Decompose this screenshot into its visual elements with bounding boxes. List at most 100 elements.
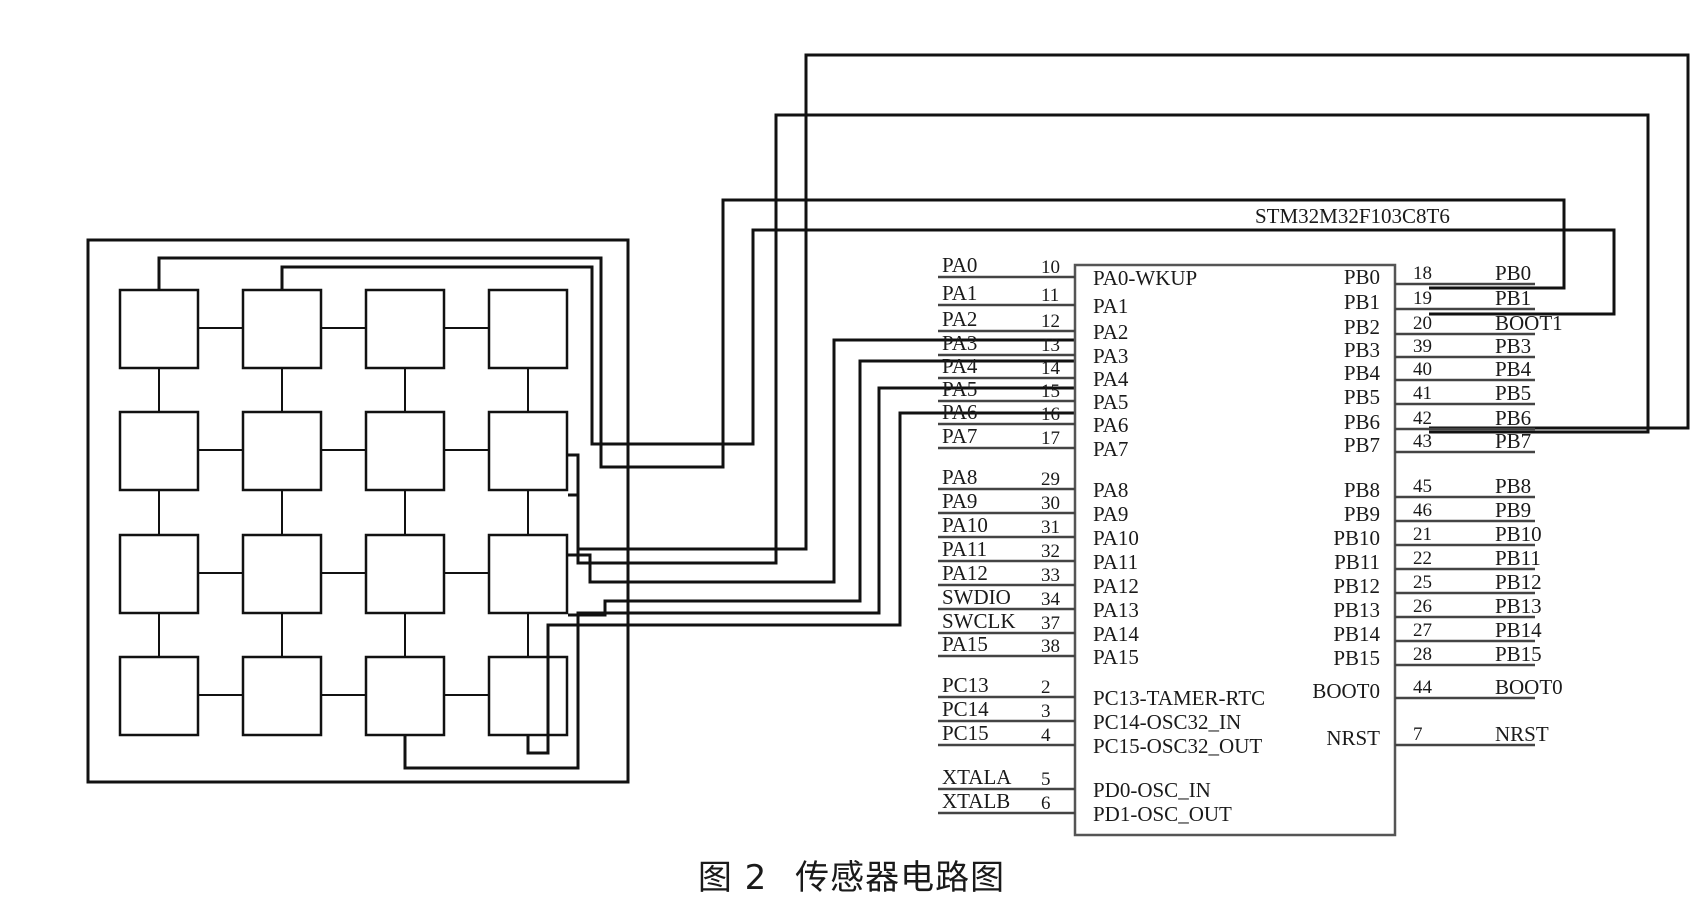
keypad-key: [241, 655, 323, 737]
pin-net-label: XTALB: [942, 789, 1010, 813]
pin-function-label: PA12: [1093, 574, 1139, 598]
pin-function-label: PA7: [1093, 437, 1128, 461]
pin-net-label: PB12: [1495, 570, 1542, 594]
pin-number: 4: [1041, 725, 1051, 746]
pin-net-label: PB11: [1495, 546, 1541, 570]
pin-net-label: PC14: [942, 697, 989, 721]
keypad-key: [241, 410, 323, 492]
pin-number: 6: [1041, 793, 1051, 814]
pin-net-label: PB5: [1495, 381, 1531, 405]
pin-net-label: PB3: [1495, 334, 1531, 358]
pin-function-label: PB2: [1344, 315, 1380, 339]
pin-net-label: PB7: [1495, 429, 1531, 453]
pin-net-label: PA3: [942, 331, 977, 355]
pin-number: 11: [1041, 285, 1059, 306]
keypad-key: [118, 410, 200, 492]
pin-number: 16: [1041, 404, 1060, 425]
pin-number: 14: [1041, 358, 1061, 379]
wire: [568, 53, 1690, 551]
pin-function-label: NRST: [1326, 726, 1380, 750]
keypad-key: [487, 533, 569, 615]
pin-net-label: PA7: [942, 424, 977, 448]
keypad-key: [241, 288, 323, 370]
keypad-key: [364, 288, 446, 370]
keypad-key: [118, 655, 200, 737]
pin-net-label: PB10: [1495, 522, 1542, 546]
pin-net-label: PB8: [1495, 474, 1531, 498]
pin-function-label: PC14-OSC32_IN: [1093, 710, 1241, 734]
pin-net-label: XTALA: [942, 765, 1012, 789]
pin-function-label: PB6: [1344, 410, 1380, 434]
pin-net-label: SWCLK: [942, 609, 1016, 633]
pin-number: 34: [1041, 589, 1061, 610]
pin-net-label: SWDIO: [942, 585, 1011, 609]
pin-net-label: PC15: [942, 721, 989, 745]
keypad-frame: [86, 238, 630, 784]
pin-number: 33: [1041, 565, 1060, 586]
pin-number: 10: [1041, 257, 1060, 278]
pin-function-label: PA3: [1093, 344, 1128, 368]
keypad-4x4: [86, 238, 630, 784]
wire: [568, 338, 1075, 584]
pin-number: 12: [1041, 311, 1060, 332]
figure-caption: 图 2 传感器电路图: [0, 850, 1703, 899]
pin-number: 31: [1041, 517, 1060, 538]
keypad-key: [364, 533, 446, 615]
pin-function-label: PA1: [1093, 294, 1128, 318]
pin-net-label: PA12: [942, 561, 988, 585]
pin-net-label: PB15: [1495, 642, 1542, 666]
pin-number: 20: [1413, 313, 1432, 334]
pin-function-label: PA6: [1093, 413, 1128, 437]
pin-function-label: PB7: [1344, 433, 1380, 457]
pin-function-label: BOOT0: [1312, 679, 1380, 703]
pin-function-label: PA11: [1093, 550, 1138, 574]
wire: [526, 411, 1075, 755]
pin-net-label: PB4: [1495, 357, 1532, 381]
keypad-key: [487, 288, 569, 370]
keypad-key: [487, 410, 569, 492]
pin-number: 43: [1413, 431, 1432, 452]
pin-number: 41: [1413, 383, 1432, 404]
pin-function-label: PD0-OSC_IN: [1093, 778, 1211, 802]
pin-function-label: PC15-OSC32_OUT: [1093, 734, 1262, 758]
keypad-wiring: [157, 53, 1690, 770]
pin-net-label: PA4: [942, 354, 978, 378]
pin-function-label: PB10: [1333, 526, 1380, 550]
pin-net-label: PA5: [942, 377, 977, 401]
pin-function-label: PB15: [1333, 646, 1380, 670]
pin-function-label: PB1: [1344, 290, 1380, 314]
pin-number: 19: [1413, 288, 1432, 309]
pin-function-label: PA14: [1093, 622, 1139, 646]
pin-number: 40: [1413, 359, 1432, 380]
pin-function-label: PC13-TAMER-RTC: [1093, 686, 1265, 710]
pin-number: 27: [1413, 620, 1432, 641]
wire: [280, 228, 1616, 446]
pin-function-label: PB4: [1344, 361, 1381, 385]
wire: [403, 386, 1075, 770]
pin-number: 45: [1413, 476, 1432, 497]
pin-net-label: PB6: [1495, 406, 1531, 430]
pin-function-label: PB5: [1344, 385, 1380, 409]
pin-net-label: PA11: [942, 537, 987, 561]
pin-net-label: PA10: [942, 513, 988, 537]
pin-number: 38: [1041, 636, 1060, 657]
pin-function-label: PD1-OSC_OUT: [1093, 802, 1232, 826]
pin-net-label: PB0: [1495, 261, 1531, 285]
keypad-key: [487, 655, 569, 737]
keypad-key: [364, 410, 446, 492]
pin-number: 39: [1413, 336, 1432, 357]
wire: [568, 359, 1075, 617]
mcu-body: [1073, 263, 1397, 837]
pin-number: 28: [1413, 644, 1432, 665]
wire: [157, 198, 1566, 469]
pin-net-label: PA2: [942, 307, 977, 331]
pin-function-label: PA4: [1093, 367, 1129, 391]
pin-number: 2: [1041, 677, 1051, 698]
pin-number: 15: [1041, 381, 1060, 402]
pin-number: 46: [1413, 500, 1432, 521]
wire: [568, 113, 1650, 565]
pin-function-label: PB8: [1344, 478, 1380, 502]
pin-net-label: BOOT0: [1495, 675, 1563, 699]
pin-net-label: PB1: [1495, 286, 1531, 310]
pin-net-label: PA8: [942, 465, 977, 489]
